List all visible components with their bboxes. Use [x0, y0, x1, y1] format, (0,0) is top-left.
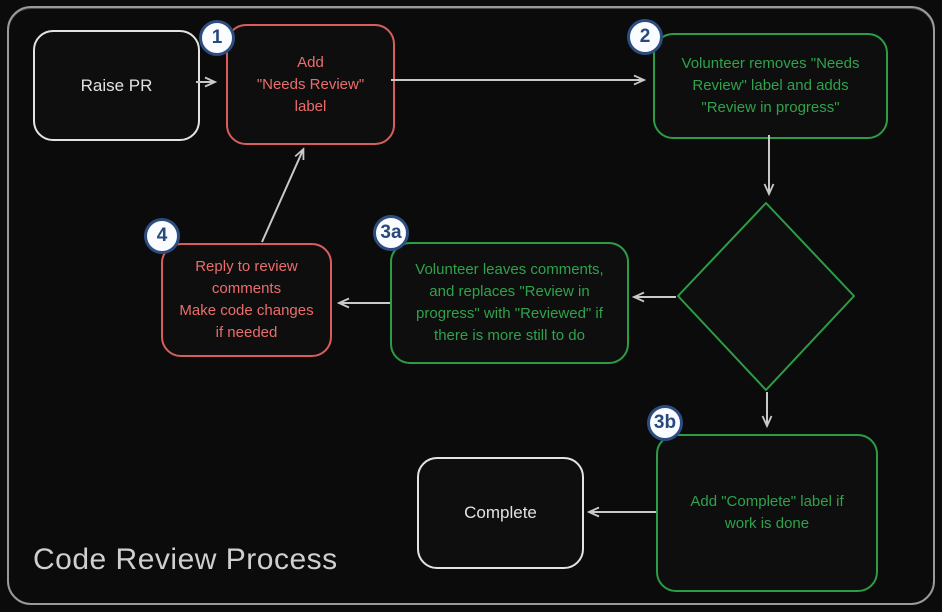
- badge-label: 2: [639, 26, 651, 47]
- node-line: and replaces "Review in: [429, 283, 590, 300]
- node-complete: Complete: [417, 457, 584, 569]
- node-line: Review" label and adds: [692, 77, 849, 94]
- node-line: Reply to review: [195, 258, 298, 275]
- step-badge-3b: 3b: [647, 405, 683, 441]
- step-badge-1: 1: [199, 20, 235, 56]
- node-volunteer-leaves-comments: Volunteer leaves comments, and replaces …: [390, 242, 629, 364]
- node-line: Volunteer leaves comments,: [415, 261, 604, 278]
- diagram-title: Code Review Process: [33, 543, 338, 576]
- node-line: if needed: [215, 324, 278, 341]
- node-label: Complete: [464, 503, 537, 522]
- node-line: there is more still to do: [434, 327, 585, 344]
- node-volunteer-removes: Volunteer removes "Needs Review" label a…: [653, 33, 888, 139]
- node-line: work is done: [724, 515, 810, 532]
- node-reply-to-review: Reply to review comments Make code chang…: [161, 243, 332, 357]
- node-line: "Needs Review": [256, 75, 365, 93]
- node-line: "Review in progress": [701, 99, 840, 116]
- node-add-needs-review: Add "Needs Review" label: [226, 24, 395, 145]
- step-badge-2: 2: [627, 19, 663, 55]
- step-badge-4: 4: [144, 218, 180, 254]
- node-line: Volunteer removes "Needs: [681, 55, 860, 72]
- node-line: Add: [297, 53, 324, 71]
- outer-frame: [7, 6, 935, 605]
- node-line: Make code changes: [179, 302, 314, 319]
- node-add-complete-label: Add "Complete" label if work is done: [656, 434, 878, 592]
- node-line: comments: [211, 280, 282, 297]
- badge-label: 4: [156, 225, 168, 246]
- badge-label: 3a: [380, 222, 402, 243]
- node-line: progress" with "Reviewed" if: [416, 305, 603, 322]
- badge-label: 3b: [653, 412, 677, 433]
- decision-diamond-shape: [677, 202, 855, 391]
- step-badge-3a: 3a: [373, 215, 409, 251]
- badge-label: 1: [211, 27, 223, 48]
- node-line: label: [294, 97, 327, 115]
- node-raise-pr: Raise PR: [33, 30, 200, 141]
- node-line: Add "Complete" label if: [690, 493, 844, 510]
- arrow-4-to-1: [261, 150, 303, 243]
- node-label: Raise PR: [80, 75, 153, 95]
